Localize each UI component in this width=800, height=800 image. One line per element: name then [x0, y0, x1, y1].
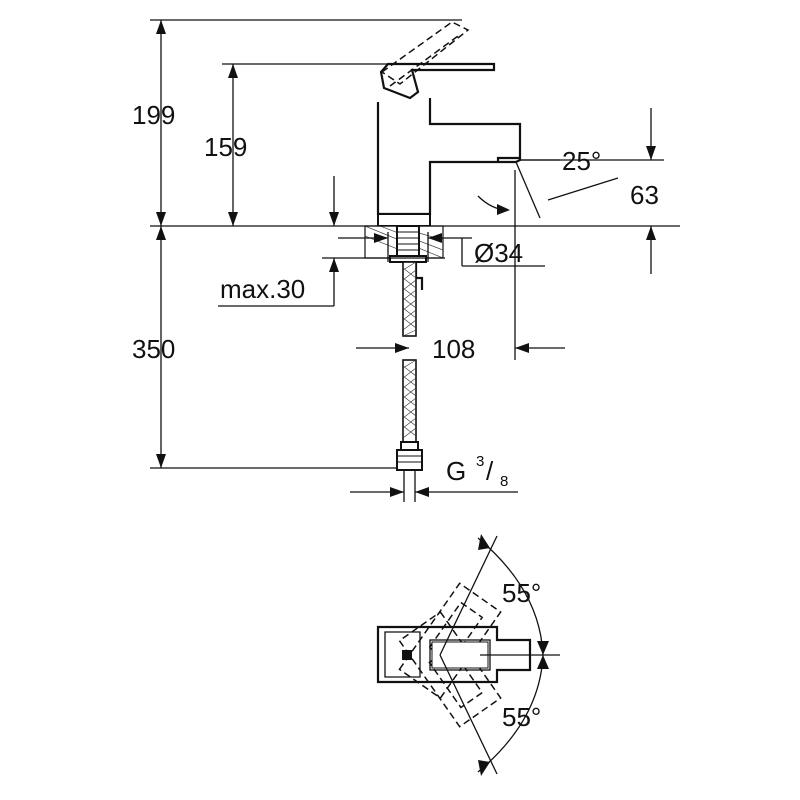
svg-text:/: /	[486, 456, 494, 486]
side-pipe	[414, 262, 424, 290]
label-height-spout: 159	[204, 132, 247, 162]
faucet-base	[377, 213, 431, 227]
label-angle-spout: 25°	[562, 146, 601, 176]
dimension-lines	[150, 19, 680, 497]
label-hole-diameter: Ø34	[474, 238, 523, 268]
threaded-shank	[396, 225, 420, 259]
label-max-thickness: max.30	[220, 274, 305, 304]
label-connection-den: 8	[500, 473, 508, 490]
label-reach: 108	[432, 334, 475, 364]
handle-plan	[376, 625, 532, 684]
hose-connector	[396, 441, 423, 502]
label-connection-num: 3	[476, 453, 484, 470]
label-handle-angle-bottom: 55°	[502, 702, 541, 732]
label-height-total: 199	[132, 100, 175, 130]
flexible-hose	[402, 261, 417, 443]
label-connection-main: G	[446, 456, 466, 486]
handle-top-view	[376, 534, 560, 776]
handle-raised-outline	[380, 21, 470, 87]
label-below-deck: 350	[132, 334, 175, 364]
spout-tip	[496, 156, 520, 162]
label-connection: G 3 / 8	[446, 453, 508, 490]
label-projection-63: 63	[630, 180, 659, 210]
locking-nut	[389, 255, 427, 263]
label-handle-angle-top: 55°	[502, 578, 541, 608]
lever-handle	[379, 62, 496, 100]
faucet-body	[376, 98, 522, 216]
